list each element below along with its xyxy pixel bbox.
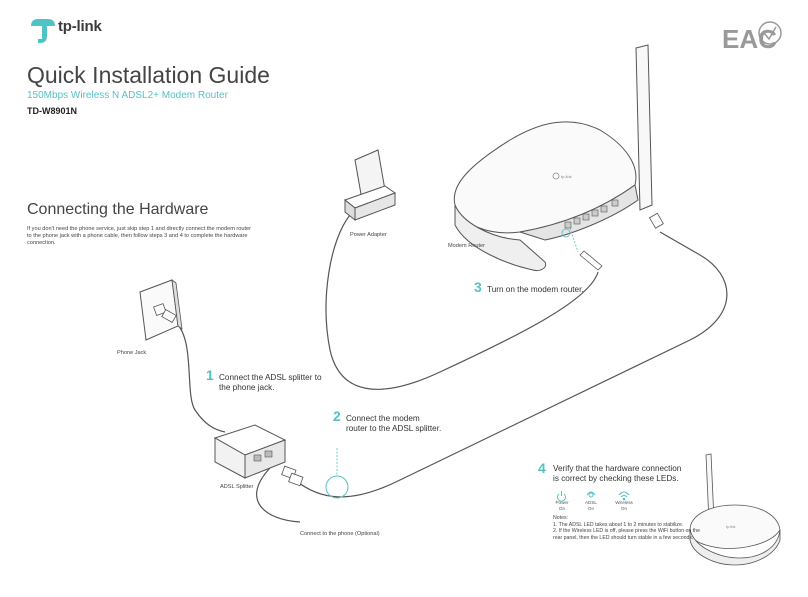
step-2-text: Connect the modem router to the ADSL spl… — [346, 414, 442, 433]
power-adapter-illustration — [343, 149, 397, 222]
phone-jack-label: Phone Jack — [117, 350, 147, 356]
step-4-text: Verify that the hardware connection is c… — [553, 464, 682, 483]
adsl-splitter-label: ADSL Splitter — [220, 484, 254, 490]
step-4-number: 4 — [538, 460, 546, 476]
small-router-illustration: tp-link — [689, 453, 781, 566]
adsl-splitter-illustration — [213, 424, 304, 487]
power-adapter-label: Power Adapter — [350, 232, 387, 238]
step-1-text: Connect the ADSL splitter to the phone j… — [219, 373, 322, 392]
connect-phone-label: Connect to the phone (Optional) — [300, 531, 380, 537]
power-icon — [557, 491, 566, 502]
model-number: TD-W8901N — [27, 106, 78, 116]
modem-router-illustration: tp-link — [453, 44, 664, 271]
modem-router-label: Modem Router — [448, 243, 485, 249]
page-subtitle: 150Mbps Wireless N ADSL2+ Modem Router — [27, 90, 228, 101]
svg-text:tp-link: tp-link — [561, 174, 572, 179]
tplink-logo-icon — [31, 19, 55, 43]
notes-block: Notes: 1. The ADSL LED takes about 1 to … — [553, 515, 701, 541]
step-3-text: Turn on the modem router. — [487, 285, 584, 294]
step-3-number: 3 — [474, 279, 482, 295]
section-description: If you don't need the phone service, jus… — [27, 226, 252, 247]
note-1: 1. The ADSL LED takes about 1 to 2 minut… — [553, 521, 684, 528]
cables — [175, 214, 728, 523]
section-title: Connecting the Hardware — [27, 201, 209, 218]
svg-text:tp-link: tp-link — [726, 525, 736, 529]
certification-icon: EAC — [722, 21, 782, 54]
brand-logo: tp-link — [58, 18, 102, 35]
step-2-number: 2 — [333, 408, 341, 424]
svg-text:EAC: EAC — [722, 24, 777, 54]
notes-heading: Notes: — [553, 515, 568, 521]
wireless-icon — [618, 491, 630, 501]
note-2: 2. If the Wireless LED is off, please pr… — [553, 528, 700, 541]
phone-jack-illustration — [139, 279, 183, 341]
highlight-circle — [325, 475, 349, 499]
adsl-icon — [586, 491, 596, 498]
step-1-number: 1 — [206, 367, 214, 383]
page-title: Quick Installation Guide — [27, 62, 270, 88]
